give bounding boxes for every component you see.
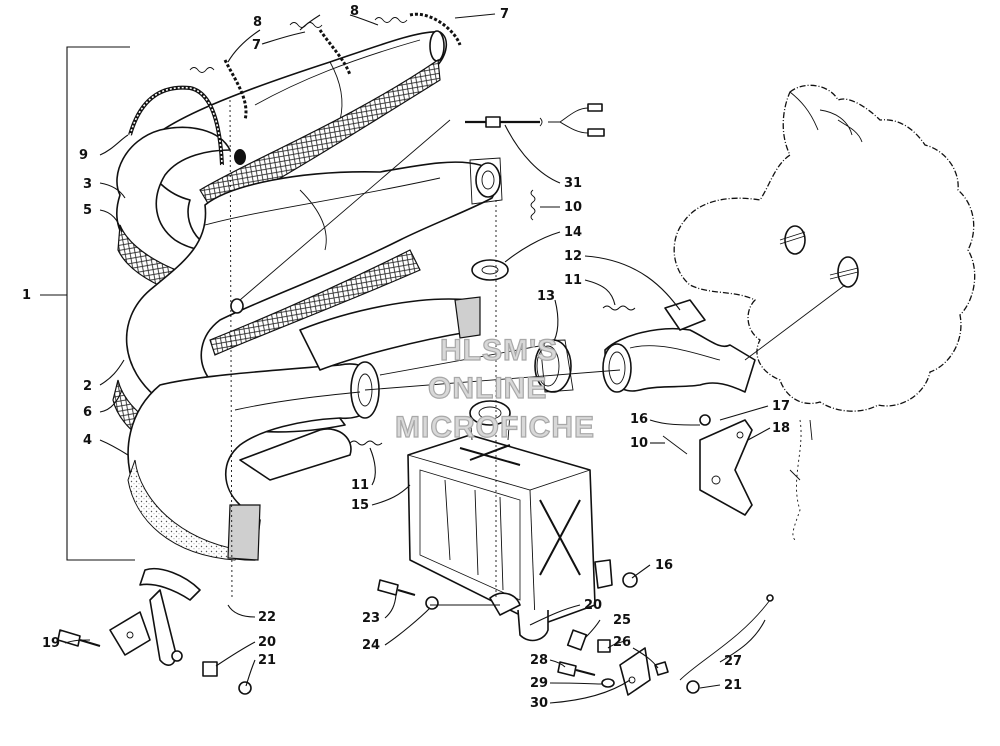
callout-28: 28 xyxy=(530,653,548,668)
callout-2: 2 xyxy=(83,379,92,394)
callout-5: 5 xyxy=(83,203,92,218)
lower-stinger-pipe xyxy=(239,296,481,481)
silencer-box xyxy=(407,400,613,642)
callout-18: 18 xyxy=(772,421,790,436)
callout-21-left: 21 xyxy=(258,653,276,668)
upper-exhaust-pipe xyxy=(115,30,448,301)
callout-13: 13 xyxy=(537,289,555,304)
egt-sensor xyxy=(465,103,605,137)
lower-bracket xyxy=(109,568,201,666)
callout-12: 12 xyxy=(564,249,582,264)
callout-14: 14 xyxy=(564,225,582,240)
callout-21-right: 21 xyxy=(724,678,742,693)
silencer-bracket xyxy=(699,419,753,516)
watermark-line-1: HLSM'S xyxy=(440,334,558,367)
callout-29: 29 xyxy=(530,676,548,691)
callout-11-top: 11 xyxy=(564,273,582,288)
callout-16-right: 16 xyxy=(630,412,648,427)
watermark: HLSM'S ONLINE MICROFICHE xyxy=(394,333,595,444)
callout-11-bottom: 11 xyxy=(351,478,369,493)
callout-25: 25 xyxy=(613,613,631,628)
callout-16-lower: 16 xyxy=(655,558,673,573)
callout-1: 1 xyxy=(22,288,31,303)
exhaust-sleeve xyxy=(534,339,574,393)
callout-19: 19 xyxy=(42,636,60,651)
watermark-line-2: ONLINE xyxy=(428,372,547,405)
lower-exhaust-pipe xyxy=(127,361,380,561)
springs-mid xyxy=(349,189,688,455)
hardware-lower xyxy=(57,414,774,696)
callout-7-left: 7 xyxy=(252,38,261,53)
callout-20-mid: 20 xyxy=(584,598,602,613)
callout-7-right: 7 xyxy=(500,7,509,22)
grommet xyxy=(471,259,509,281)
callout-17: 17 xyxy=(772,399,790,414)
callout-4: 4 xyxy=(83,433,92,448)
callout-27: 27 xyxy=(724,654,742,669)
callout-20-left: 20 xyxy=(258,635,276,650)
callout-labels: 1 2 3 4 5 6 7 7 8 8 9 10 10 11 11 12 13 … xyxy=(22,4,790,711)
callout-10-top: 10 xyxy=(564,200,582,215)
callout-8-left: 8 xyxy=(253,15,262,30)
leader-lines xyxy=(40,13,846,704)
callout-22: 22 xyxy=(258,610,276,625)
callout-24: 24 xyxy=(362,638,380,653)
callout-23: 23 xyxy=(362,611,380,626)
callout-30: 30 xyxy=(530,696,548,711)
callout-3: 3 xyxy=(83,177,92,192)
springs-top xyxy=(128,12,462,166)
engine-outline xyxy=(673,84,976,541)
callout-6: 6 xyxy=(83,405,92,420)
callout-15: 15 xyxy=(351,498,369,513)
callout-31: 31 xyxy=(564,176,582,191)
callout-26: 26 xyxy=(613,635,631,650)
exhaust-manifold xyxy=(602,299,756,393)
watermark-line-3: MICROFICHE xyxy=(395,411,595,444)
callout-9: 9 xyxy=(79,148,88,163)
callout-10-right: 10 xyxy=(630,436,648,451)
callout-8-right: 8 xyxy=(350,4,359,19)
